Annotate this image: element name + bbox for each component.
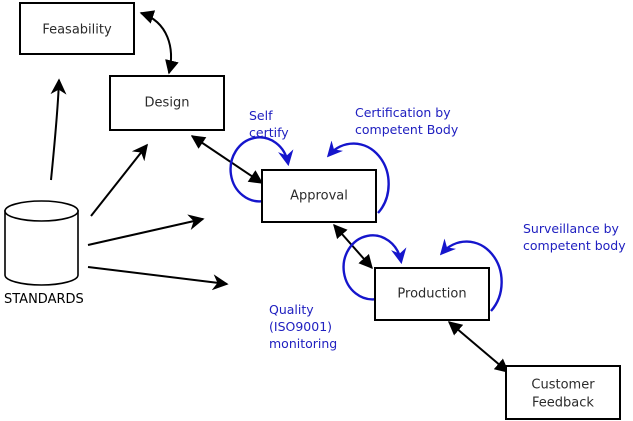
annotation-self-certify-line1: Self [249,108,273,123]
node-approval-box [261,169,377,223]
node-production[interactable]: Production [374,267,490,321]
annotation-certification: Certification by competent Body [355,105,459,137]
node-production-box [374,267,490,321]
annotation-quality-line3: monitoring [269,336,337,351]
cylinder-body [4,210,79,286]
node-customer-feedback-label-line2: Feedback [532,396,594,411]
node-feasability[interactable]: Feasability [19,2,135,55]
annotation-surveillance-line2: competent body [523,238,626,253]
node-customer-feedback[interactable]: Customer Feedback [505,365,621,420]
flow-standards-production[interactable] [87,266,229,291]
annotation-surveillance: Surveillance by competent body [523,221,626,253]
annotation-quality-line1: Quality [269,302,314,317]
annotation-certification-line2: competent Body [355,122,459,137]
node-production-label: Production [397,287,466,302]
cylinder-top [4,200,79,222]
loop-certification[interactable] [326,140,390,214]
node-customer-feedback-label-line1: Customer [531,378,595,393]
node-approval[interactable]: Approval [261,169,377,223]
annotation-self-certify: Self certify [249,108,289,140]
node-design-label: Design [145,96,190,111]
node-feasability-label: Feasability [42,23,112,38]
loop-self-certify[interactable] [229,136,294,203]
flow-approval-production[interactable] [333,223,373,270]
node-feasability-box [19,2,135,55]
node-customer-feedback-box [505,365,621,420]
flow-standards-feasability[interactable] [50,78,67,181]
node-design[interactable]: Design [109,75,225,131]
flow-standards-approval[interactable] [87,214,205,246]
annotation-quality-line2: (ISO9001) [269,319,332,334]
flow-production-customer-feedback[interactable] [447,321,510,373]
flow-standards-design[interactable] [90,143,148,217]
node-approval-label: Approval [290,189,348,204]
datastore-standards[interactable]: STANDARDS [4,200,84,307]
flow-design-approval[interactable] [190,135,264,184]
annotation-surveillance-line1: Surveillance by [523,221,620,236]
annotation-quality-monitoring: Quality (ISO9001) monitoring [269,302,337,351]
flow-feasability-design[interactable] [139,10,179,75]
loop-surveillance[interactable] [439,238,503,312]
loop-quality-monitoring[interactable] [342,234,407,301]
node-design-box [109,75,225,131]
annotation-certification-line1: Certification by [355,105,451,120]
annotation-self-certify-line2: certify [249,125,289,140]
datastore-label: STANDARDS [4,292,84,307]
